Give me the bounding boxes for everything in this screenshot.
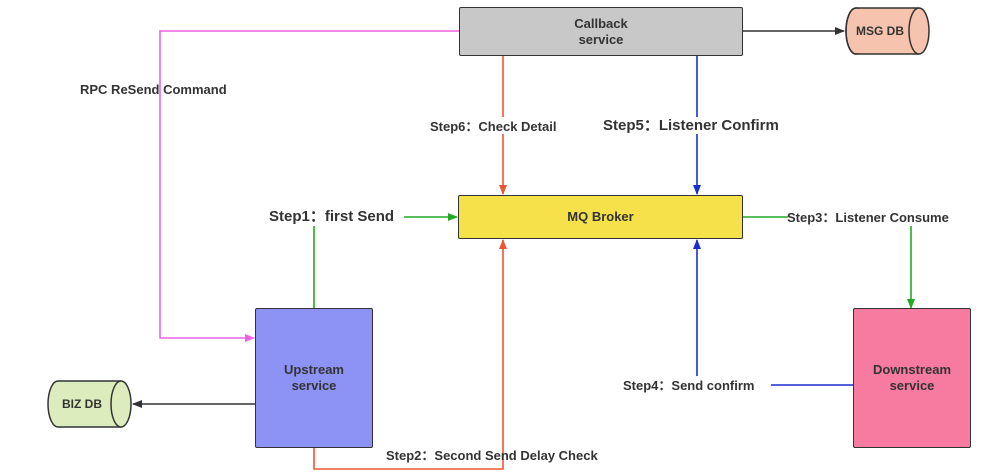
step5-label: Step5：Listener Confirm	[603, 117, 779, 134]
biz-db-label: BIZ DB	[62, 397, 102, 411]
downstream-service-node: Downstream service	[853, 308, 971, 448]
msg-db-label: MSG DB	[856, 24, 904, 38]
downstream-service-label: Downstream service	[872, 362, 952, 393]
upstream-service-node: Upstream service	[255, 308, 373, 448]
upstream-service-label: Upstream service	[284, 362, 344, 393]
step2-label: Step2：Second Send Delay Check	[386, 448, 598, 463]
rpc-resend-label: RPC ReSend Command	[80, 82, 227, 97]
edge-rpc-resend	[159, 30, 459, 342]
step6-label: Step6：Check Detail	[430, 119, 557, 134]
callback-service-node: Callback service	[459, 7, 743, 56]
step3-label: Step3：Listener Consume	[787, 210, 949, 225]
msg-db-cylinder	[845, 7, 930, 55]
step1-label: Step1：first Send	[269, 208, 395, 225]
step4-label: Step4：Send confirm	[623, 378, 755, 393]
mq-broker-node: MQ Broker	[458, 195, 743, 239]
edge-step2-delay-check	[313, 239, 507, 470]
biz-db-cylinder	[47, 380, 132, 428]
mq-broker-label: MQ Broker	[567, 209, 634, 224]
callback-service-label: Callback service	[574, 15, 628, 47]
